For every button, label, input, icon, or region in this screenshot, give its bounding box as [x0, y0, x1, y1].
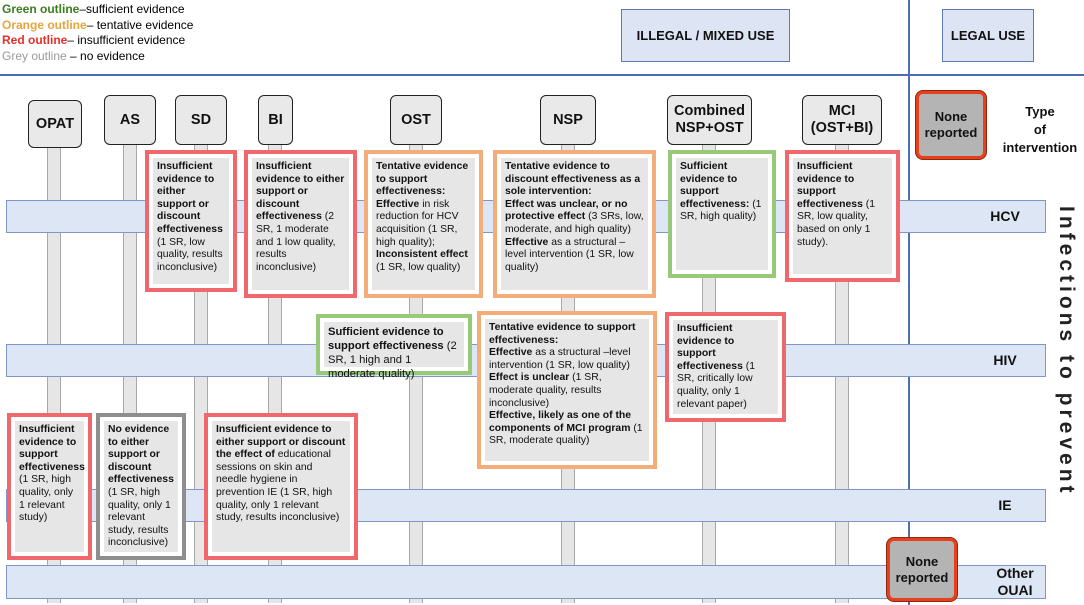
legend-grey: Grey outline – no evidence [2, 48, 145, 63]
card-combined-hcv: Sufficient evidence to support effective… [668, 150, 776, 278]
card-bi-ie: Insufficient evidence to either support … [204, 413, 358, 560]
intervention-as: AS [104, 95, 156, 145]
illegal-mixed-use-header: ILLEGAL / MIXED USE [621, 9, 790, 62]
vertical-divider [908, 0, 910, 605]
intervention-ost: OST [390, 95, 442, 145]
infections-to-prevent-label: Infections to prevent [1055, 206, 1078, 497]
card-ost-hiv: Sufficient evidence to support effective… [316, 314, 472, 380]
legend: Green outline–sufficient evidence Orange… [2, 2, 242, 64]
label-hcv: HCV [990, 208, 1020, 224]
band-other-ouai [6, 565, 1046, 599]
intervention-bi: BI [258, 95, 293, 145]
intervention-opat: OPAT [28, 100, 82, 148]
card-bi-hcv: Insufficient evidence to either support … [244, 150, 357, 298]
card-as-ie: No evidence to either support or discoun… [96, 413, 186, 560]
label-hiv: HIV [993, 352, 1017, 368]
legal-use-header: LEGAL USE [942, 9, 1034, 62]
legend-orange: Orange outline– tentative evidence [2, 17, 194, 32]
label-ie: IE [998, 497, 1012, 513]
card-mci-hcv: Insufficient evidence to support effecti… [785, 150, 900, 282]
legend-green: Green outline–sufficient evidence [2, 2, 185, 16]
card-nsp-hcv: Tentative evidence to discount effective… [493, 150, 656, 298]
card-mci-hiv: Insufficient evidence to support effecti… [665, 312, 786, 422]
card-ost-hcv: Tentative evidence to support effectiven… [364, 150, 483, 298]
card-sd-hcv: Insufficient evidence to either support … [145, 150, 237, 292]
legend-red: Red outline– insufficient evidence [2, 33, 186, 47]
horizontal-divider [0, 74, 1084, 76]
intervention-nsp: NSP [540, 95, 596, 145]
intervention-mci: MCI(OST+BI) [802, 95, 882, 145]
intervention-sd: SD [175, 95, 227, 145]
card-nsp-hiv: Tentative evidence to support effectiven… [477, 311, 657, 469]
card-opat-ie: Insufficient evidence to support effecti… [7, 413, 92, 560]
